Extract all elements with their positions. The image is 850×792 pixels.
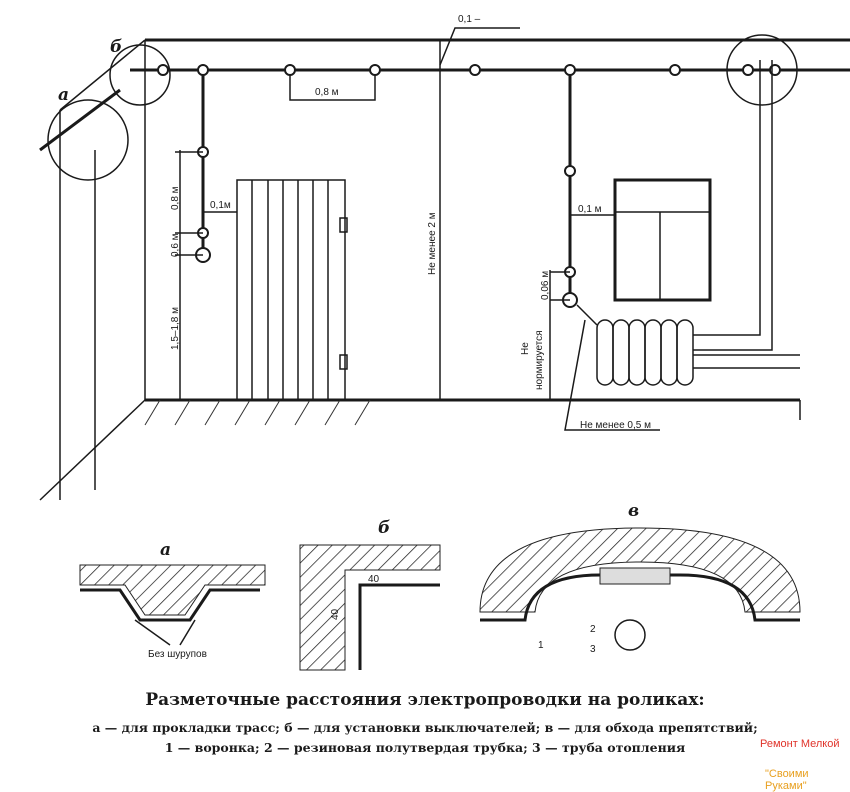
detail-v-label: в [628,501,639,521]
detail-v-marker [726,34,798,106]
dim-roller-spacing: 0,8 м [315,87,339,98]
label-b: б [110,37,122,57]
detail-a-note: Без шурупов [148,649,207,660]
caption-title: Разметочные расстояния электропроводки н… [145,690,705,710]
caption-line-2: 1 — воронка; 2 — резиновая полутвердая т… [164,740,686,755]
dim-corner-min: Не менее 2 м [427,212,438,275]
watermark-line-1: Ремонт Мелкой [760,738,840,750]
detail-b-marker [109,44,171,106]
detail-a-label: а [160,540,171,560]
detail-v: в 1 2 3 [479,501,801,655]
detail-b-dim-h: 40 [368,574,380,585]
dimension-lines [175,27,660,431]
dim-socket-height-1: Не [520,342,531,355]
dim-switch-offset: 0,6 м [170,233,181,257]
detail-b-label: б [378,518,390,538]
caption-line-1: а — для прокладки трасс; б — для установ… [92,720,758,735]
detail-b-dim-v: 40 [330,608,341,620]
detail-b: б 40 40 [299,518,441,671]
detail-v-n1: 1 [538,640,544,651]
radiator [576,60,800,386]
main-wire [39,68,850,295]
window [613,178,712,302]
dim-radiator-min: Не менее 0,5 м [580,420,651,431]
dim-vertical-spacing: 0,8 м [170,186,181,210]
label-a: а [58,85,69,105]
dim-socket-offset: 0,06 м [540,271,551,300]
dim-socket-height-2: нормируется [534,330,545,390]
detail-a: а Без шурупов [79,540,266,660]
dim-window-offset: 0,1 м [578,204,602,215]
dim-door-offset: 0,1м [210,200,231,211]
detail-v-n3: 3 [590,644,596,655]
door [236,179,348,401]
detail-v-n2: 2 [590,624,596,635]
detail-a-marker [47,99,129,181]
dim-switch-height: 1,5–1,8 м [170,307,181,350]
watermark-line-2: "Своими Руками" [765,768,809,792]
room-walls [39,38,850,501]
dim-top-offset: 0,1 – [458,14,481,25]
